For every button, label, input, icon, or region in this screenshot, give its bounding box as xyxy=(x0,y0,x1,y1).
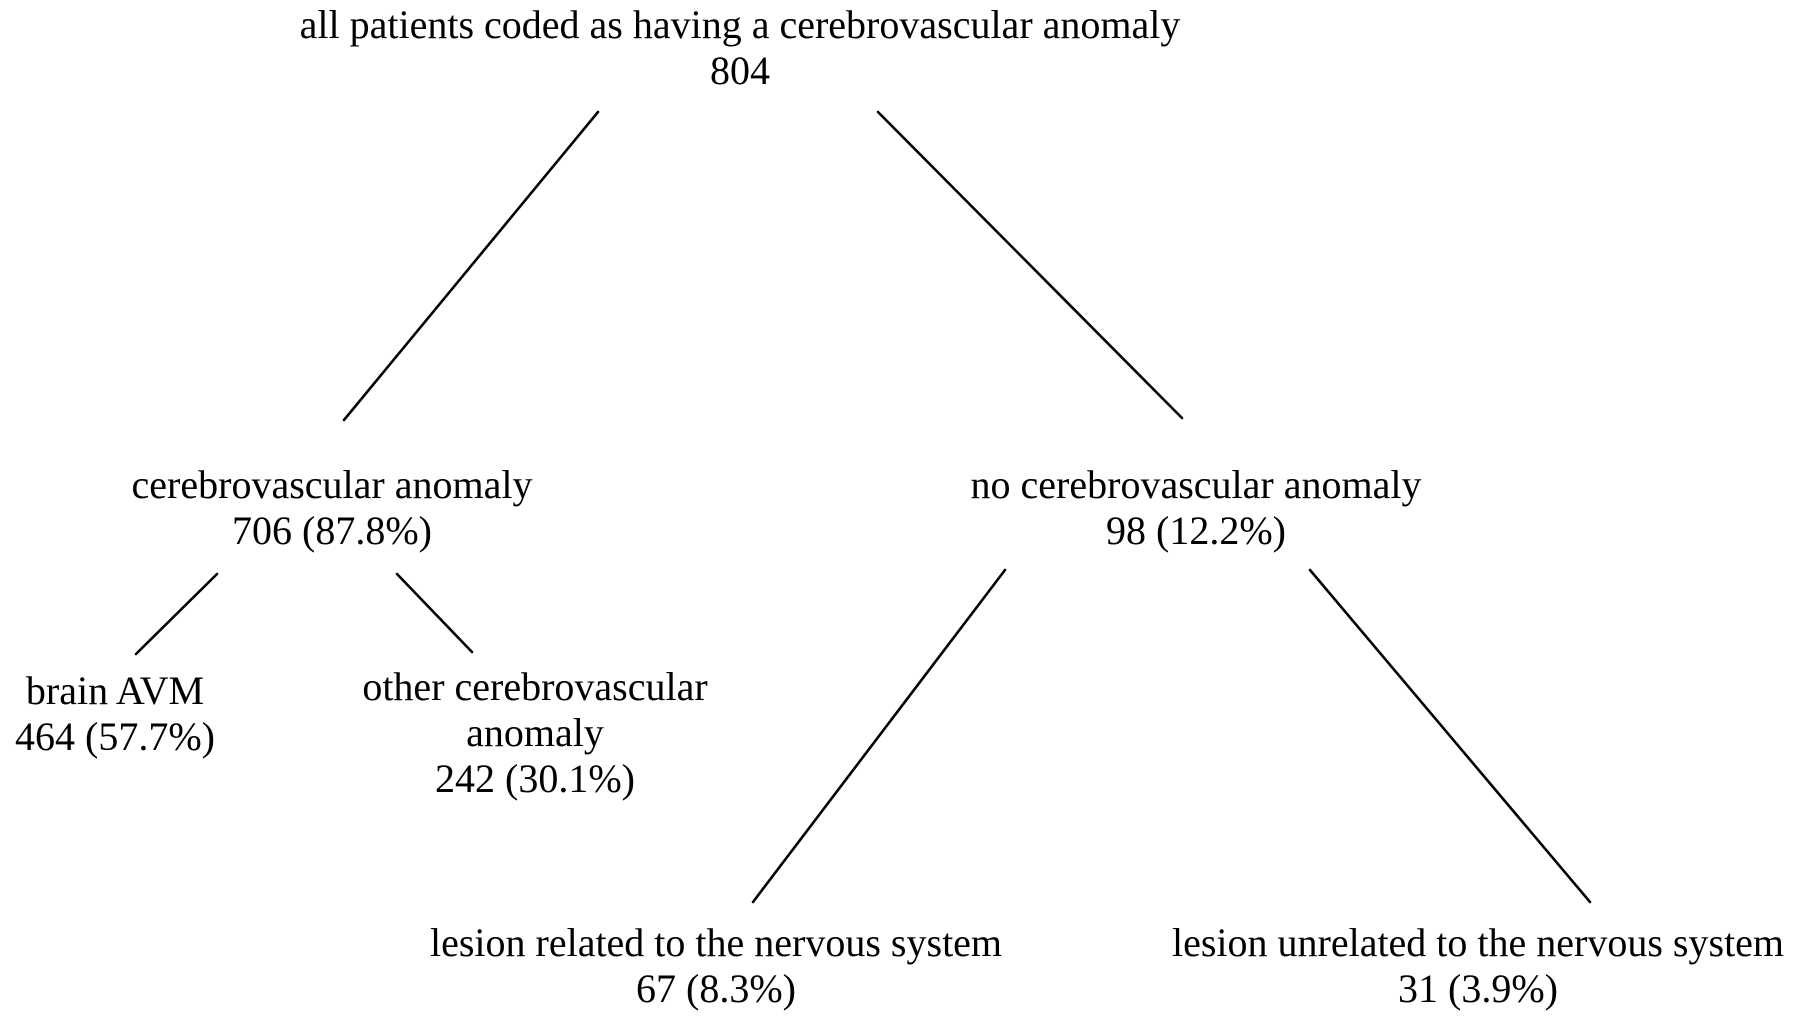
node-root-label: all patients coded as having a cerebrova… xyxy=(299,2,1181,47)
node-cerebrovascular-anomaly: cerebrovascular anomaly 706 (87.8%) xyxy=(132,462,533,554)
node-cva-label: cerebrovascular anomaly xyxy=(131,462,533,507)
node-unrelated-label: lesion unrelated to the nervous system xyxy=(1171,920,1785,965)
node-root-value: 804 xyxy=(710,48,770,93)
edge-no-cva-to-unrelated xyxy=(1308,568,1592,904)
node-unrelated-value: 31 (3.9%) xyxy=(1398,966,1558,1011)
edge-no-cva-to-related xyxy=(751,568,1007,904)
node-other-value: 242 (30.1%) xyxy=(435,756,635,801)
edge-root-to-cva xyxy=(342,110,600,422)
edge-cva-to-other xyxy=(395,572,474,654)
node-avm-value: 464 (57.7%) xyxy=(15,714,215,759)
node-related-value: 67 (8.3%) xyxy=(636,966,796,1011)
node-other-cerebrovascular-anomaly: other cerebrovascular anomaly 242 (30.1%… xyxy=(362,664,707,802)
node-no-cva-label: no cerebrovascular anomaly xyxy=(970,462,1422,507)
node-cva-value: 706 (87.8%) xyxy=(232,508,432,553)
node-root: all patients coded as having a cerebrova… xyxy=(300,2,1181,94)
node-other-label-line1: other cerebrovascular xyxy=(362,664,708,709)
edge-cva-to-avm xyxy=(134,572,219,656)
node-lesion-related: lesion related to the nervous system 67 … xyxy=(430,920,1002,1012)
node-no-cva-value: 98 (12.2%) xyxy=(1106,508,1286,553)
node-lesion-unrelated: lesion unrelated to the nervous system 3… xyxy=(1172,920,1784,1012)
node-other-label-line2: anomaly xyxy=(466,710,604,755)
node-avm-label: brain AVM xyxy=(25,668,205,713)
node-related-label: lesion related to the nervous system xyxy=(429,920,1003,965)
node-brain-avm: brain AVM 464 (57.7%) xyxy=(15,668,215,760)
edge-root-to-no-cva xyxy=(876,110,1184,420)
node-no-cerebrovascular-anomaly: no cerebrovascular anomaly 98 (12.2%) xyxy=(971,462,1422,554)
